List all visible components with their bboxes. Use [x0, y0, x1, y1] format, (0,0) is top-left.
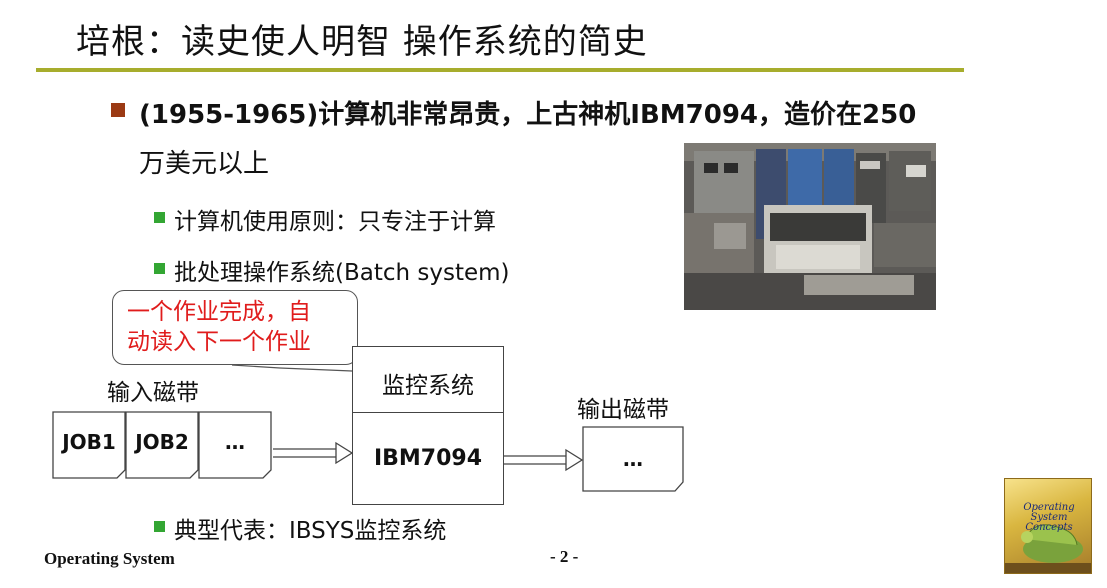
slide-title: 培根：读史使人明智 操作系统的简史: [76, 22, 648, 62]
callout-text-line1: 一个作业完成，自: [127, 299, 311, 325]
monitor-system-box: 监控系统: [352, 346, 504, 413]
input-arrow-head: [335, 441, 354, 465]
callout-bubble: 一个作业完成，自 动读入下一个作业: [112, 290, 358, 365]
job-card-label: JOB1: [62, 430, 116, 454]
sub-bullet-icon: [154, 521, 165, 532]
main-bullet-text-line2: 万美元以上: [139, 149, 270, 179]
output-arrow-head: [565, 448, 584, 472]
input-tape-label: 输入磁带: [107, 380, 199, 406]
monitor-system-label: 监控系统: [382, 372, 474, 399]
os-concepts-book-cover: Operating System Concepts: [1004, 478, 1092, 574]
sub-bullet-text: 计算机使用原则：只专注于计算: [174, 209, 496, 235]
sub-bullet-icon: [154, 212, 165, 223]
ibm7094-photo: [684, 143, 936, 310]
page-number: - 2 -: [550, 547, 579, 566]
ibm7094-label: IBM7094: [373, 446, 483, 471]
book-title-line: Concepts: [1025, 522, 1073, 533]
output-card-label: …: [623, 447, 643, 471]
sub-bullet-text: 典型代表：IBSYS监控系统: [174, 518, 447, 544]
callout-pointer: [231, 364, 377, 373]
job-card-label: …: [225, 430, 245, 454]
sub-bullet-text: 批处理操作系统(Batch system): [174, 260, 510, 286]
footer-course-name: Operating System: [44, 549, 175, 568]
dinosaur-illustration: [1005, 524, 1091, 573]
callout-text-line2: 动读入下一个作业: [127, 329, 311, 355]
job-card-label: JOB2: [135, 430, 189, 454]
title-underline: [36, 68, 964, 72]
main-bullet-text-line1: (1955-1965)计算机非常昂贵，上古神机IBM7094，造价在250: [139, 100, 917, 130]
book-title-line: Operating: [1023, 502, 1075, 513]
sub-bullet-icon: [154, 263, 165, 274]
output-tape-label: 输出磁带: [577, 397, 669, 423]
ibm7094-box: IBM7094: [352, 412, 504, 505]
book-title-line: System: [1030, 512, 1068, 523]
main-bullet-icon: [111, 103, 125, 117]
